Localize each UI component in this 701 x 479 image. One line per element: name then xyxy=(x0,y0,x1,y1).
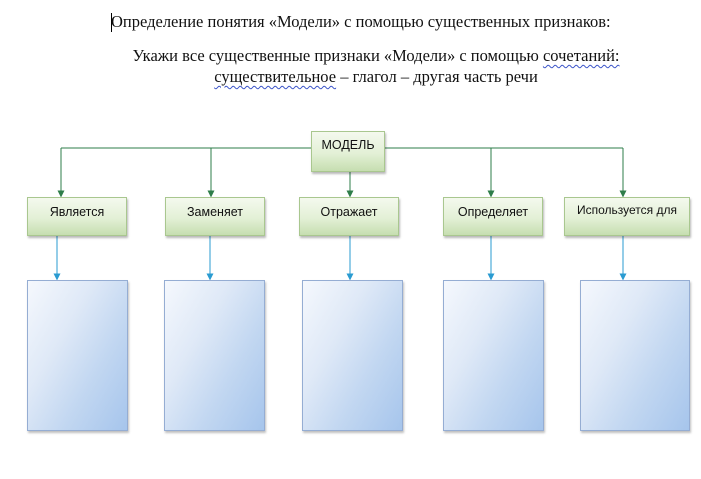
spellcheck-word: сочетаний: xyxy=(542,46,620,65)
root-node-model: МОДЕЛЬ xyxy=(311,131,385,172)
answer-box-3[interactable] xyxy=(302,280,403,431)
answer-box-5[interactable] xyxy=(580,280,690,431)
category-node-used-for: Используется для xyxy=(564,197,690,236)
text-cursor xyxy=(111,13,112,32)
instruction-line-2: существительное – глагол – другая часть … xyxy=(96,67,656,87)
spellcheck-word: существительное xyxy=(214,67,337,86)
answer-box-4[interactable] xyxy=(443,280,544,431)
category-node-replaces: Заменяет xyxy=(165,197,265,236)
instruction-text: Укажи все существенные признаки «Модели»… xyxy=(132,46,543,65)
page-heading: Определение понятия «Модели» с помощью с… xyxy=(111,12,611,31)
instruction-text: – глагол – другая часть речи xyxy=(336,67,538,86)
answer-box-1[interactable] xyxy=(27,280,128,431)
category-node-reflects: Отражает xyxy=(299,197,399,236)
instruction-line-1: Укажи все существенные признаки «Модели»… xyxy=(96,46,656,66)
answer-box-2[interactable] xyxy=(164,280,265,431)
category-node-is: Является xyxy=(27,197,127,236)
category-node-defines: Определяет xyxy=(443,197,543,236)
